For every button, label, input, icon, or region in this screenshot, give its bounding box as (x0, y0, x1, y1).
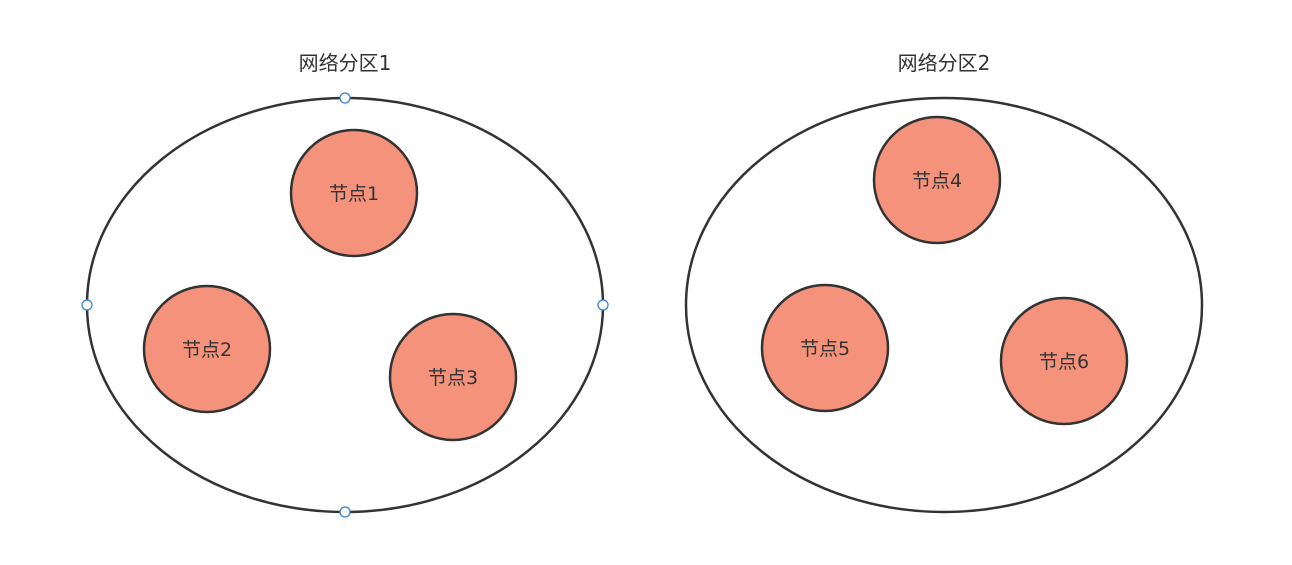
node-3[interactable]: 节点3 (388, 312, 518, 442)
node-6-label: 节点6 (1039, 351, 1089, 373)
node-6-circle[interactable] (999, 296, 1129, 426)
node-2[interactable]: 节点2 (142, 284, 272, 414)
node-3-label: 节点3 (428, 367, 478, 389)
partition-1-title: 网络分区1 (299, 51, 392, 75)
resize-handle-left[interactable] (81, 299, 93, 311)
resize-handle-bottom[interactable] (339, 506, 351, 518)
node-1-label: 节点1 (329, 183, 379, 205)
partition-2[interactable]: 网络分区2 节点4 节点5 节点6 (684, 51, 1204, 514)
resize-handle-top[interactable] (339, 92, 351, 104)
node-5[interactable]: 节点5 (760, 283, 890, 413)
node-4-label: 节点4 (912, 170, 962, 192)
node-5-label: 节点5 (800, 338, 850, 360)
node-4[interactable]: 节点4 (872, 115, 1002, 245)
partition-1[interactable]: 网络分区1 节点1 节点2 节点3 (81, 51, 609, 518)
node-3-circle[interactable] (388, 312, 518, 442)
node-2-circle[interactable] (142, 284, 272, 414)
resize-handle-right[interactable] (597, 299, 609, 311)
node-1[interactable]: 节点1 (289, 128, 419, 258)
partition-2-title: 网络分区2 (898, 51, 991, 75)
node-2-label: 节点2 (182, 339, 232, 361)
node-6[interactable]: 节点6 (999, 296, 1129, 426)
node-5-circle[interactable] (760, 283, 890, 413)
node-1-circle[interactable] (289, 128, 419, 258)
node-4-circle[interactable] (872, 115, 1002, 245)
